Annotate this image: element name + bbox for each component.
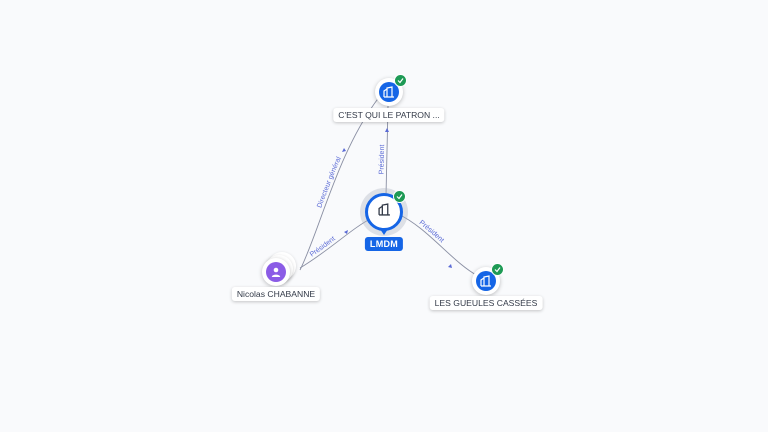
check-icon bbox=[491, 263, 504, 276]
node-label-center[interactable]: LMDM bbox=[364, 237, 404, 251]
edge-label-center-top: Président bbox=[378, 145, 386, 175]
node-nicolas-chabanne[interactable] bbox=[262, 258, 290, 286]
node-label-left[interactable]: Nicolas CHABANNE bbox=[231, 287, 321, 301]
node-label-top[interactable]: C'EST QUI LE PATRON ... bbox=[333, 108, 445, 122]
person-icon bbox=[266, 262, 286, 282]
edge-center-right bbox=[397, 213, 479, 277]
building-icon bbox=[476, 271, 496, 291]
arrow-left-top bbox=[342, 148, 346, 152]
arrow-center-right bbox=[448, 264, 452, 268]
edge-left-center bbox=[299, 217, 373, 269]
node-les-gueules-cassees[interactable] bbox=[472, 263, 504, 295]
node-cest-qui-le-patron[interactable] bbox=[375, 74, 407, 106]
check-icon bbox=[394, 74, 407, 87]
building-icon bbox=[379, 82, 399, 102]
node-lmdm[interactable] bbox=[365, 190, 406, 231]
arrow-left-center bbox=[344, 230, 348, 234]
edge-label-center-right: Président bbox=[418, 219, 445, 244]
node-label-right[interactable]: LES GUEULES CASSÉES bbox=[429, 296, 543, 310]
arrow-center-top bbox=[385, 128, 389, 132]
edge-label-left-top: Directeur général bbox=[316, 156, 343, 209]
check-icon bbox=[393, 190, 406, 203]
building-icon bbox=[377, 203, 391, 221]
